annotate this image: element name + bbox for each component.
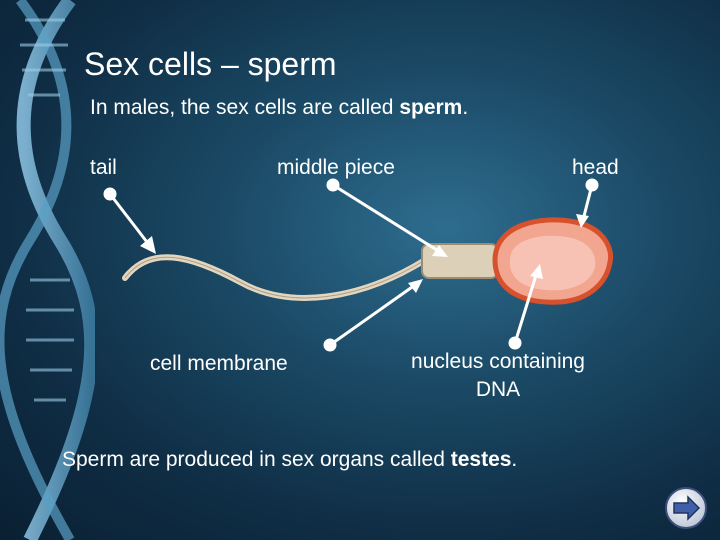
nucleus-pointer-arrowhead xyxy=(530,264,543,279)
label-tail: tail xyxy=(90,156,117,179)
sperm-tail xyxy=(122,254,428,301)
footer-suffix: . xyxy=(511,448,518,471)
label-head: head xyxy=(572,156,619,179)
slide-title: Sex cells – sperm xyxy=(84,46,337,82)
head-pointer-arrowhead xyxy=(576,214,589,228)
intro-bold-term: sperm xyxy=(399,96,463,119)
head-pointer-line xyxy=(581,184,594,221)
middle-piece-pointer-arrowhead xyxy=(432,245,448,257)
label-nucleus-line2: DNA xyxy=(475,378,521,401)
dna-helix-decoration xyxy=(0,0,95,540)
sperm-nucleus xyxy=(509,235,596,291)
tail-pointer-line xyxy=(108,193,152,247)
intro-suffix: . xyxy=(462,96,469,119)
tail-pointer-arrowhead xyxy=(140,236,156,254)
next-arrow-icon xyxy=(665,487,707,529)
intro-text: In males, the sex cells are called sperm… xyxy=(90,96,468,120)
label-nucleus: nucleus containing DNA xyxy=(388,350,608,402)
footer-text: Sperm are produced in sex organs called … xyxy=(62,448,517,472)
cell-membrane-pointer-line xyxy=(329,283,416,347)
label-cell-membrane: cell membrane xyxy=(150,352,288,375)
cell-membrane-pointer-arrowhead xyxy=(408,279,423,293)
middle-piece-pointer-line xyxy=(332,183,441,254)
nucleus-pointer-line xyxy=(513,271,539,344)
footer-bold-term: testes xyxy=(450,448,512,471)
next-slide-button[interactable] xyxy=(664,486,708,530)
intro-prefix: In males, the sex cells are called xyxy=(90,96,400,119)
label-middle-piece: middle piece xyxy=(277,156,395,179)
label-nucleus-line1: nucleus containing xyxy=(411,350,585,373)
footer-prefix: Sperm are produced in sex organs called xyxy=(62,448,451,471)
